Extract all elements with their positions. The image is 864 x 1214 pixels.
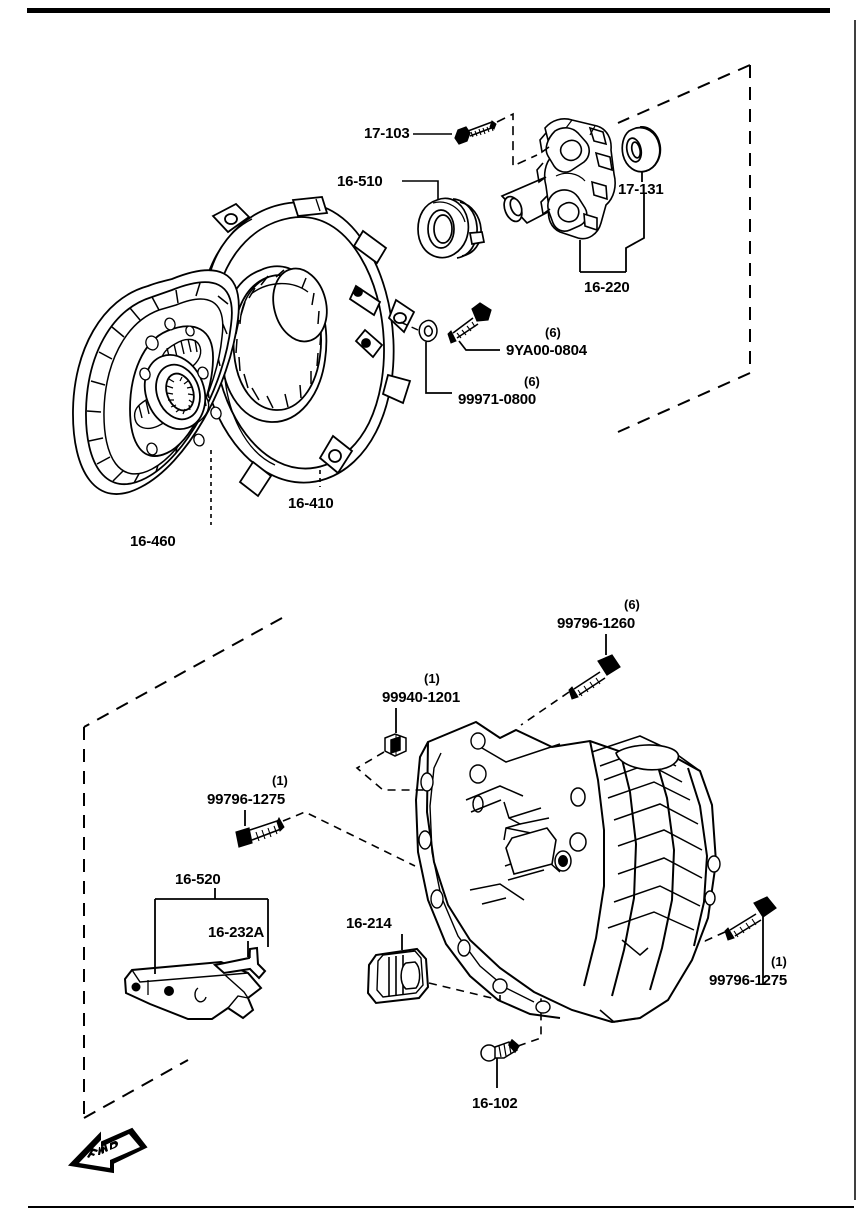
leader-16-220: [579, 240, 626, 273]
callout-qty-99796-1275-right: (1): [771, 954, 787, 969]
callout-label-16-232A: 16-232A: [208, 924, 265, 941]
part-99796-1275-left-bolt: [235, 816, 285, 848]
callout-label-9YA00-0804: 9YA00-0804: [506, 342, 587, 359]
part-99971-0800-washer: [418, 319, 438, 343]
part-99940-1201-nut: [384, 733, 407, 757]
callout-qty-99940-1201: (1): [424, 671, 440, 686]
callout-label-99796-1260: 99796-1260: [557, 615, 636, 632]
part-16-102-switch: [480, 1038, 520, 1062]
callout-label-16-214: 16-214: [346, 915, 392, 932]
leader-16-520: [154, 888, 269, 974]
callout-label-16-520: 16-520: [175, 871, 221, 888]
leader-99971-0800: [425, 342, 452, 394]
callout-qty-99971-0800: (6): [524, 374, 540, 389]
callout-label-99796-1275-left: 99796-1275: [207, 791, 286, 808]
leader-9YA00-0804: [458, 340, 500, 351]
leader-16-510: [402, 180, 439, 200]
part-17-103-bolt: [454, 120, 497, 145]
callout-label-16-220: 16-220: [584, 279, 630, 296]
part-16-510-release-bearing: [417, 197, 486, 259]
callout-label-99971-0800: 99971-0800: [458, 391, 537, 408]
callout-label-16-102: 16-102: [472, 1095, 518, 1112]
part-16-214-fork-boot: [366, 947, 430, 1005]
dashed-leader-99940-1201: [355, 751, 437, 791]
callout-qty-99796-1260: (6): [624, 597, 640, 612]
callout-label-17-131: 17-131: [618, 181, 664, 198]
page-border-right-artifact: [854, 20, 856, 1200]
callout-label-17-103: 17-103: [364, 125, 410, 142]
fwd-arrow-marker: [67, 1127, 148, 1174]
part-16-520-release-fork: [123, 960, 263, 1020]
part-16-410-pressure-plate: [198, 196, 416, 498]
part-99796-1260-bolt: [568, 654, 621, 700]
callout-label-16-510: 16-510: [337, 173, 383, 190]
callout-label-99940-1201: 99940-1201: [382, 689, 461, 706]
part-9YA00-0804-bolt: [447, 302, 492, 344]
part-clutch-housing: [414, 720, 721, 1024]
lower-assembly-boundary: [83, 617, 283, 1119]
callout-label-16-460: 16-460: [130, 533, 176, 550]
dashed-leader-99796-1260: [520, 691, 570, 726]
dashed-leader-17-103: [496, 112, 538, 168]
upper-assembly-boundary: [617, 64, 751, 433]
page-border-top: [27, 8, 830, 13]
dashed-leader-99796-1275-left: [282, 811, 416, 867]
callout-qty-9YA00-0804: (6): [545, 325, 561, 340]
callout-label-99796-1275-right: 99796-1275: [709, 972, 788, 989]
leader-17-131: [625, 172, 645, 272]
dashed-leader-99971-0800: [397, 320, 419, 331]
part-17-131-oil-seal: [621, 126, 662, 173]
part-16-460-clutch-disc: [72, 269, 240, 495]
callout-label-16-410: 16-410: [288, 495, 334, 512]
part-99796-1275-right-bolt: [724, 896, 777, 941]
part-16-232A-spring-clip: [212, 946, 267, 980]
part-16-220-bearing-retainer: [536, 118, 616, 240]
page-border-bottom: [28, 1206, 854, 1208]
callout-qty-99796-1275-left: (1): [272, 773, 288, 788]
